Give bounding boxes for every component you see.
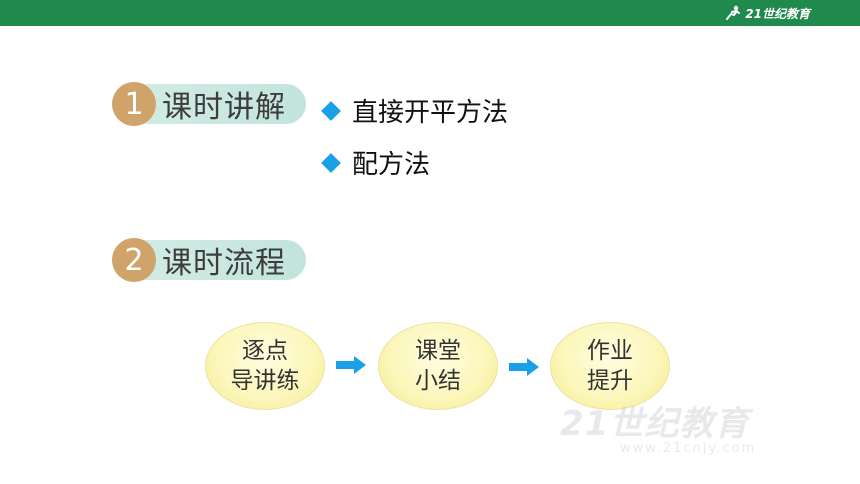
flow-arrow-icon	[336, 356, 366, 374]
logo-brand-text: 21世纪教育	[745, 6, 810, 21]
section-1-title: 课时讲解	[162, 90, 286, 125]
bullet-item-2-text: 配方法	[352, 150, 431, 180]
flow-step-3: 作业 提升	[550, 322, 670, 410]
bullet-item-2: 配方法	[320, 144, 430, 181]
flow-step-2: 课堂 小结	[378, 322, 498, 410]
flow-step-3-line2: 提升	[587, 368, 633, 394]
section-2-title: 课时流程	[162, 246, 286, 281]
diamond-bullet-icon	[321, 152, 341, 173]
watermark-url: www.21cnjy.com	[620, 441, 757, 456]
flow-arrow-icon	[509, 358, 539, 376]
flow-step-1-line2: 导讲练	[230, 368, 300, 394]
flow-step-2-line2: 小结	[415, 368, 461, 394]
section-2-heading: 2 课时流程	[112, 238, 306, 282]
runner-icon	[726, 5, 741, 20]
section-1-heading: 1 课时讲解	[112, 82, 306, 126]
diamond-bullet-icon	[321, 100, 341, 121]
section-1-number: 1	[112, 82, 156, 126]
bullet-item-1-text: 直接开平方法	[352, 98, 509, 128]
header-bar: 21世纪教育	[0, 0, 860, 26]
flow-step-1-line1: 逐点	[242, 338, 288, 364]
flow-step-1: 逐点 导讲练	[205, 322, 325, 410]
brand-logo: 21世纪教育	[724, 4, 810, 22]
flow-step-2-line1: 课堂	[415, 338, 461, 364]
section-2-number: 2	[112, 238, 156, 282]
flow-step-3-line1: 作业	[587, 338, 633, 364]
bullet-item-1: 直接开平方法	[320, 92, 508, 129]
